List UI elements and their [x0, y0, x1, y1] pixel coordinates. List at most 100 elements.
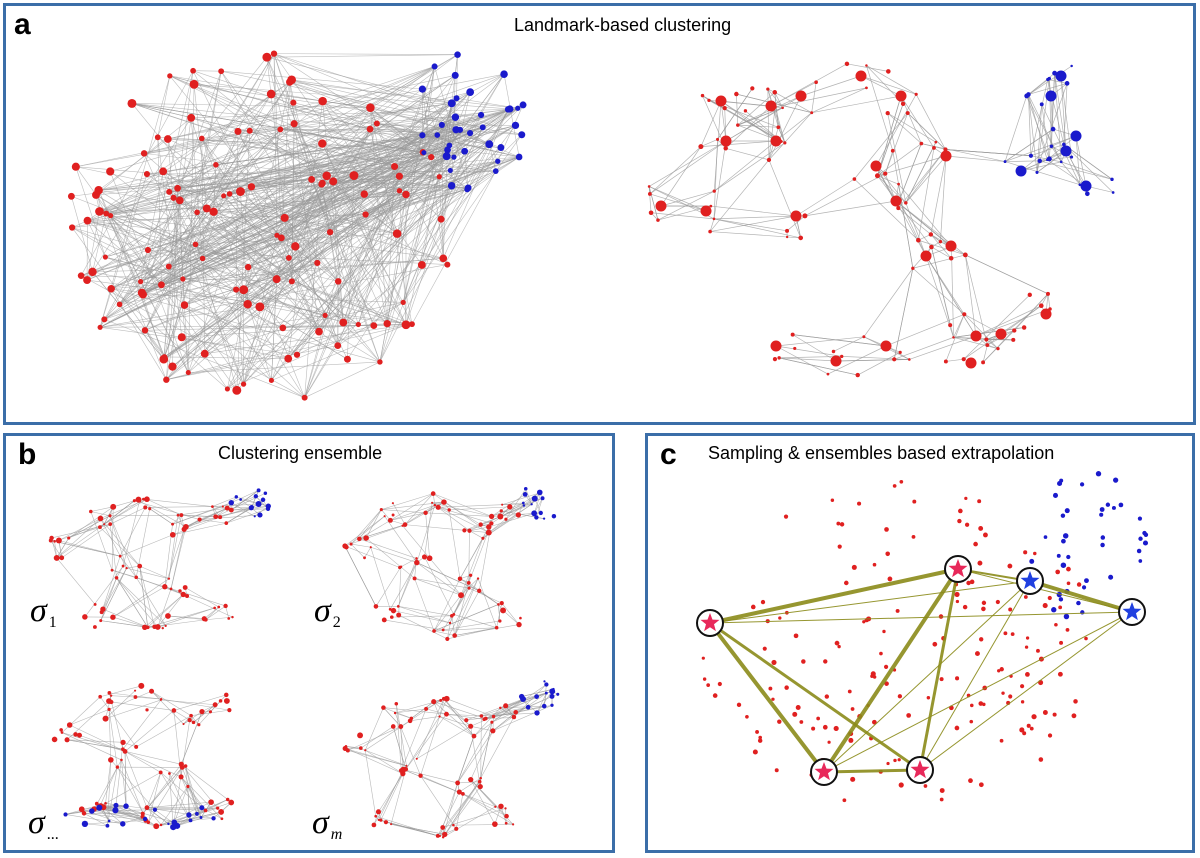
- network-edge: [468, 582, 499, 605]
- network-edge: [293, 123, 375, 326]
- network-node: [467, 528, 472, 533]
- network-node: [1026, 723, 1031, 728]
- network-edge: [442, 786, 481, 838]
- network-edge: [391, 615, 452, 618]
- network-node: [233, 286, 240, 293]
- network-node: [1084, 636, 1088, 641]
- network-node: [334, 278, 342, 285]
- network-node: [709, 204, 713, 208]
- network-node: [766, 87, 770, 91]
- network-edge: [1028, 72, 1055, 95]
- network-edge: [768, 112, 812, 161]
- network-node: [301, 394, 308, 401]
- network-node: [490, 728, 496, 734]
- network-edge: [125, 751, 182, 765]
- network-edge: [405, 714, 447, 770]
- network-node: [51, 736, 58, 743]
- network-edge: [332, 181, 404, 303]
- network-node: [490, 720, 494, 724]
- network-node: [534, 515, 539, 520]
- network-node: [132, 499, 136, 503]
- network-node: [919, 141, 924, 146]
- network-edge: [160, 786, 189, 826]
- network-node: [209, 207, 218, 216]
- network-node: [445, 636, 450, 641]
- network-node: [63, 812, 68, 817]
- network-edge: [142, 764, 182, 814]
- network-node: [1080, 610, 1085, 615]
- network-edge: [700, 140, 777, 147]
- network-node: [647, 192, 652, 196]
- panel-a-letter: a: [14, 8, 31, 41]
- network-edge: [144, 195, 224, 331]
- network-node: [55, 537, 62, 544]
- network-edge: [194, 84, 522, 136]
- network-node: [477, 588, 482, 594]
- network-node: [113, 802, 119, 808]
- network-edge: [449, 506, 510, 511]
- network-edge: [378, 769, 404, 820]
- network-edge: [105, 699, 162, 719]
- network-edge: [136, 715, 192, 748]
- network-edge: [917, 147, 935, 241]
- network-edge: [443, 806, 496, 838]
- network-edge: [424, 502, 433, 557]
- network-node: [717, 681, 722, 687]
- network-node: [515, 153, 523, 161]
- network-node: [64, 737, 70, 743]
- network-node: [978, 526, 984, 531]
- network-node: [434, 132, 441, 138]
- network-edge: [396, 187, 469, 234]
- network-node: [191, 720, 196, 725]
- network-edge: [116, 565, 124, 579]
- network-node: [920, 250, 932, 262]
- network-edge: [505, 692, 547, 707]
- network-node: [830, 498, 835, 502]
- network-edge: [488, 503, 532, 533]
- network-edge: [383, 707, 402, 727]
- network-edge: [135, 696, 162, 700]
- network-node: [957, 518, 962, 524]
- network-node: [169, 587, 173, 591]
- network-node: [774, 768, 779, 773]
- network-node: [69, 224, 76, 231]
- network-edge: [187, 786, 190, 815]
- network-node: [110, 503, 117, 510]
- network-node: [163, 135, 172, 143]
- network-edge: [736, 94, 739, 126]
- network-node: [105, 823, 110, 828]
- network-node: [185, 593, 190, 598]
- network-node: [360, 190, 369, 198]
- network-node: [260, 497, 266, 503]
- network-node: [760, 599, 766, 605]
- network-edge: [394, 712, 421, 776]
- network-edge: [105, 213, 305, 398]
- network-node: [850, 776, 856, 782]
- network-edge: [274, 53, 458, 55]
- network-node: [999, 738, 1004, 743]
- network-node: [213, 162, 219, 168]
- network-node: [216, 806, 220, 810]
- network-edge: [710, 231, 801, 239]
- network-node: [1036, 648, 1040, 653]
- network-node: [932, 146, 936, 150]
- network-edge: [322, 116, 456, 184]
- network-node: [203, 808, 208, 813]
- network-edge: [249, 93, 272, 131]
- network-node: [647, 185, 651, 188]
- network-node: [272, 275, 281, 284]
- network-edge: [887, 112, 922, 144]
- network-edge: [1039, 83, 1068, 162]
- network-edge: [786, 215, 806, 232]
- network-node: [369, 546, 372, 549]
- network-edge: [398, 614, 448, 640]
- network-edge: [84, 820, 146, 825]
- network-node: [137, 279, 144, 285]
- network-node: [540, 496, 545, 501]
- network-edge: [447, 578, 479, 640]
- network-node: [127, 98, 137, 108]
- network-edge: [190, 117, 272, 381]
- network-edge: [438, 504, 503, 508]
- network-edge: [492, 705, 553, 732]
- network-edge: [122, 501, 140, 567]
